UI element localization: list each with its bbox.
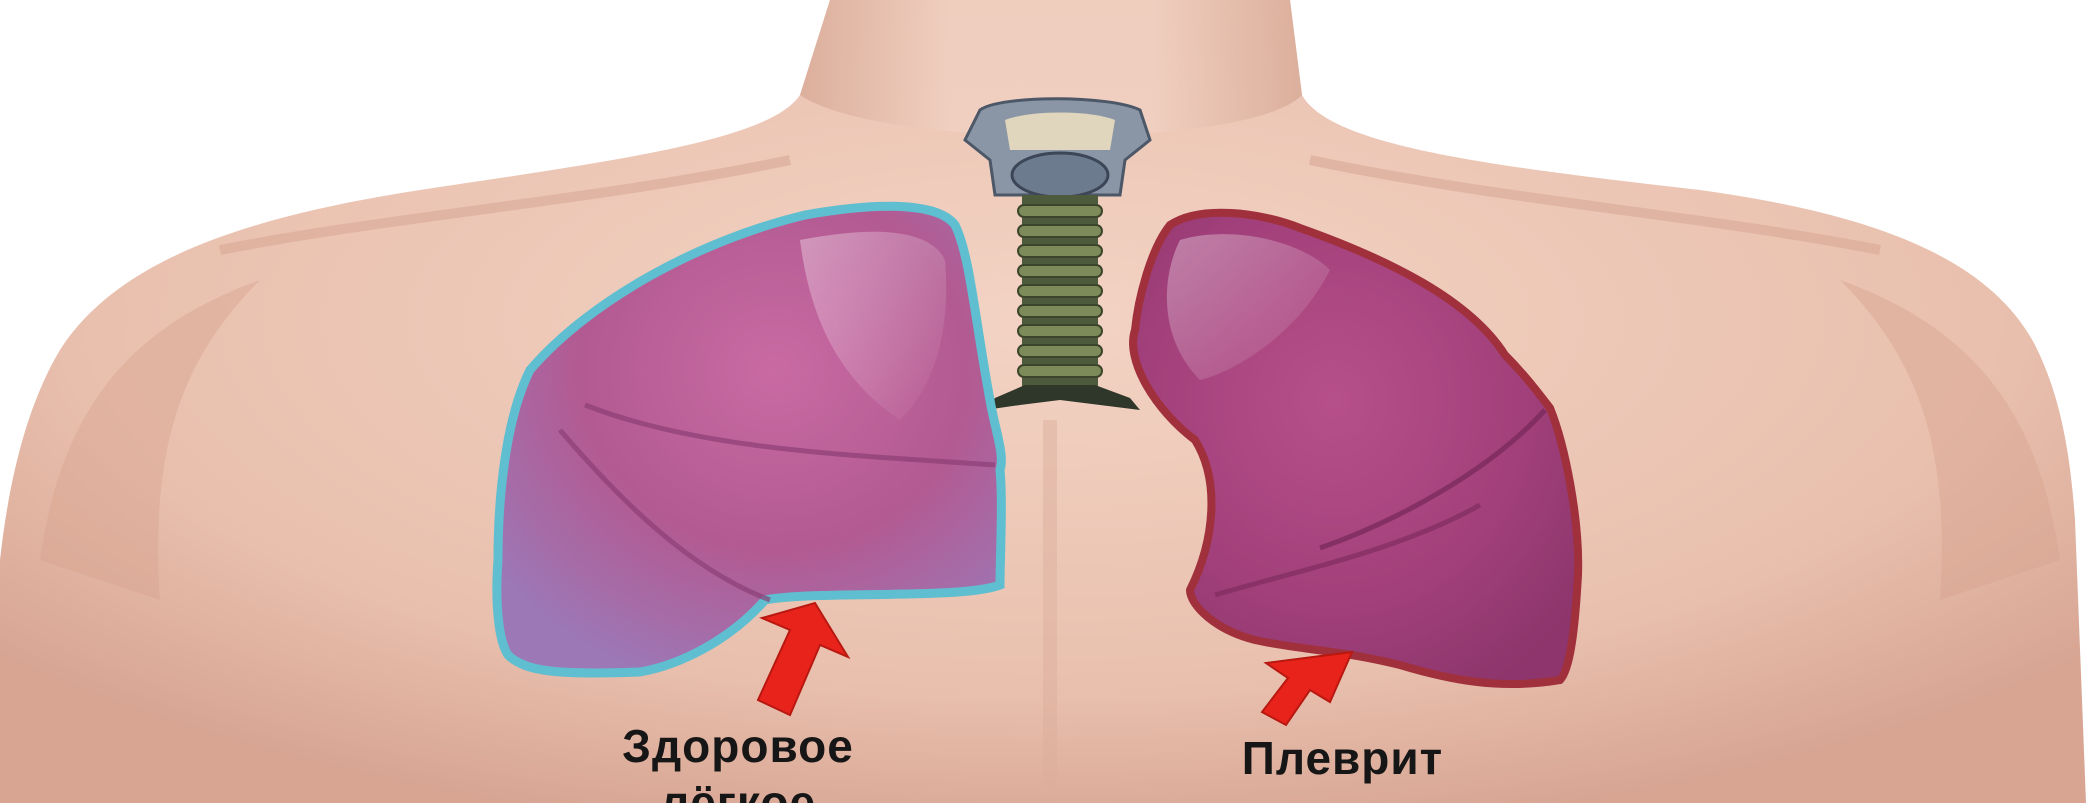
pleurisy-label: Плеврит: [1165, 730, 1520, 786]
healthy-lung-label: Здоровое лёгкое: [548, 718, 928, 803]
larynx-cartilage: [1005, 113, 1115, 151]
trachea-rings: [1018, 205, 1102, 377]
larynx-ring: [1012, 153, 1108, 197]
